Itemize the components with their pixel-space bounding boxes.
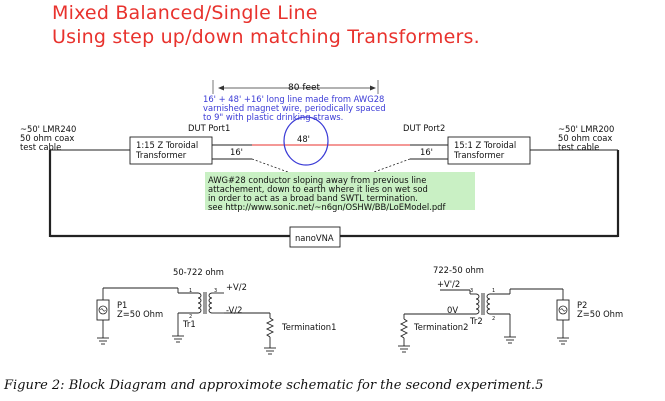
dut-port1-label: DUT Port1 (188, 123, 230, 133)
right-cable-2: 50 ohm coax (558, 133, 612, 143)
tr1-plus-label: +V/2 (226, 282, 247, 292)
tr2-pin2: 2 (492, 316, 495, 322)
tr1-pin3: 3 (214, 288, 217, 294)
term-note-4: see http://www.sonic.net/~n6gn/OSHW/BB/L… (208, 202, 446, 212)
right-cable-1: ~50' LMR200 (558, 124, 614, 134)
wire-note-1: 16' + 48' +16' long line made from AWG28 (203, 94, 384, 104)
tr2-secondary-coil (475, 293, 480, 315)
tr2-primary-coil (486, 293, 491, 315)
dut-port2-label: DUT Port2 (403, 123, 445, 133)
p1-sine-icon (100, 308, 106, 312)
right-xfmr-label-2: Transformer (453, 150, 505, 160)
term-note-2: attachement, down to earth where it lies… (208, 184, 428, 194)
p2-impedance: Z=50 Ohm (577, 309, 623, 319)
dim-arrow-right (370, 85, 376, 91)
seg-mid-label: 48' (297, 134, 310, 144)
left-cable-2: 50 ohm coax (20, 133, 74, 143)
tr2-plus-label: +V'/2 (437, 279, 460, 289)
p2-name: P2 (577, 300, 587, 310)
term-note-3: in order to act as a broad band SWTL ter… (208, 193, 418, 203)
title-line-2: Using step up/down matching Transformers… (52, 26, 480, 48)
right-cable-3: test cable (558, 142, 599, 152)
loop-ellipse (283, 116, 329, 166)
seg-left-label: 16' (230, 147, 243, 157)
p1-impedance: Z=50 Ohm (117, 309, 163, 319)
wire-note-2: varnished magnet wire, periodically spac… (203, 103, 386, 113)
termination2-resistor (399, 318, 409, 339)
p1-name: P1 (117, 300, 127, 310)
tr2-zero-label: 0V (447, 305, 458, 315)
termination1-resistor (265, 317, 275, 338)
left-ratio-label: 50-722 ohm (173, 267, 224, 277)
tr1-label: Tr1 (182, 319, 196, 329)
left-xfmr-label-1: 1:15 Z Toroidal (136, 140, 198, 150)
dim-arrow-left (218, 85, 224, 91)
left-transformer-box (129, 136, 213, 165)
tr1-secondary-coil (208, 292, 213, 314)
tr2-pin3: 3 (470, 288, 473, 294)
tr1-pin1: 1 (189, 288, 192, 294)
tr1-pin2: 2 (189, 314, 192, 320)
seg-right-label: 16' (420, 147, 433, 157)
right-transformer-box (447, 136, 531, 165)
p1-source-icon (98, 305, 108, 315)
dim-label: 80 feet (288, 83, 321, 93)
tr2-label: Tr2 (469, 316, 483, 326)
tr2-pin1: 1 (492, 288, 495, 294)
wire-note-3: to 9" with plastic drinking straws. (203, 112, 343, 122)
tr1-primary-coil (197, 292, 202, 314)
right-xfmr-label-1: 15:1 Z Toroidal (454, 140, 516, 150)
tr1-minus-label: -V/2 (226, 305, 242, 315)
term-note-1: AWG#28 conductor sloping away from previ… (208, 175, 426, 185)
termination2-label: Termination2 (413, 322, 468, 332)
left-cable-3: test cable (20, 142, 61, 152)
p2-sine-icon (560, 308, 566, 312)
p2-source-icon (558, 305, 568, 315)
right-ratio-label: 722-50 ohm (433, 265, 484, 275)
nanovna-box (289, 226, 341, 248)
termination1-label: Termination1 (281, 322, 336, 332)
title-line-1: Mixed Balanced/Single Line (52, 2, 318, 24)
left-cable-1: ~50' LMR240 (20, 124, 76, 134)
term-note-bg (205, 172, 475, 210)
left-xfmr-label-2: Transformer (135, 150, 187, 160)
nanovna-label: nanoVNA (295, 233, 334, 243)
figure-caption: Figure 2: Block Diagram and approximote … (4, 378, 544, 393)
